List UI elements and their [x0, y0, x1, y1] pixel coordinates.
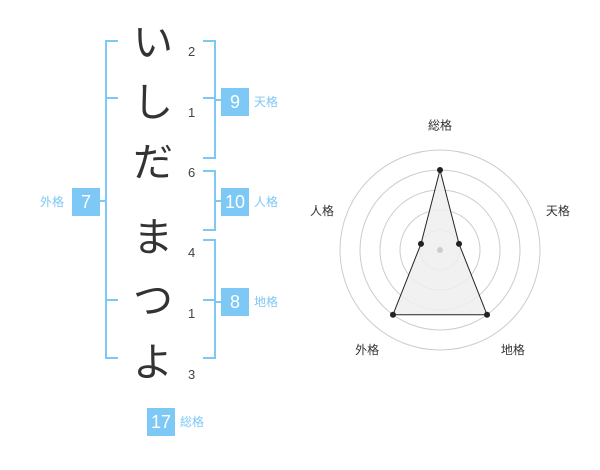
gaikaku-label: 外格	[40, 195, 65, 209]
radar-axis-label-3: 地格	[501, 342, 525, 357]
tenkaku-value: 9	[221, 88, 249, 116]
radar-axis-label-1: 総格	[428, 118, 452, 133]
stroke-count-2: 1	[188, 105, 196, 120]
radar-point-3	[484, 311, 491, 318]
soukaku-value: 17	[147, 408, 175, 436]
radar-center-point	[437, 247, 443, 253]
name-char-2: し	[133, 80, 173, 126]
radar-point-2	[456, 240, 463, 247]
radar-point-5	[417, 240, 424, 247]
radar-axis-label-4: 外格	[355, 342, 379, 357]
chikaku-label: 地格	[254, 295, 279, 309]
stroke-count-4: 4	[188, 245, 196, 260]
jinkaku-label: 人格	[254, 195, 279, 209]
stroke-count-3: 6	[188, 165, 196, 180]
gaikaku-bracket	[105, 40, 118, 359]
name-char-3: だ	[133, 140, 173, 186]
radar-axis-label-5: 人格	[310, 203, 334, 218]
radar-point-1	[437, 167, 443, 173]
name-char-6: よ	[133, 340, 173, 386]
name-char-5: つ	[133, 278, 173, 324]
radar-axis-label-2: 天格	[546, 203, 570, 218]
name-char-1: い	[133, 20, 173, 66]
soukaku-label: 総格	[180, 415, 205, 429]
name-char-4: ま	[133, 215, 173, 261]
gaikaku-value: 7	[72, 188, 100, 216]
stroke-count-6: 3	[188, 367, 196, 382]
radar-grid-ring-5	[339, 149, 541, 351]
stroke-count-5: 1	[188, 306, 196, 321]
tenkaku-label: 天格	[254, 95, 279, 109]
radar-point-4	[389, 311, 396, 318]
jinkaku-value: 10	[221, 188, 249, 216]
radar-data-polygon	[392, 169, 488, 316]
stroke-count-1: 2	[188, 44, 196, 59]
chikaku-value: 8	[221, 288, 249, 316]
